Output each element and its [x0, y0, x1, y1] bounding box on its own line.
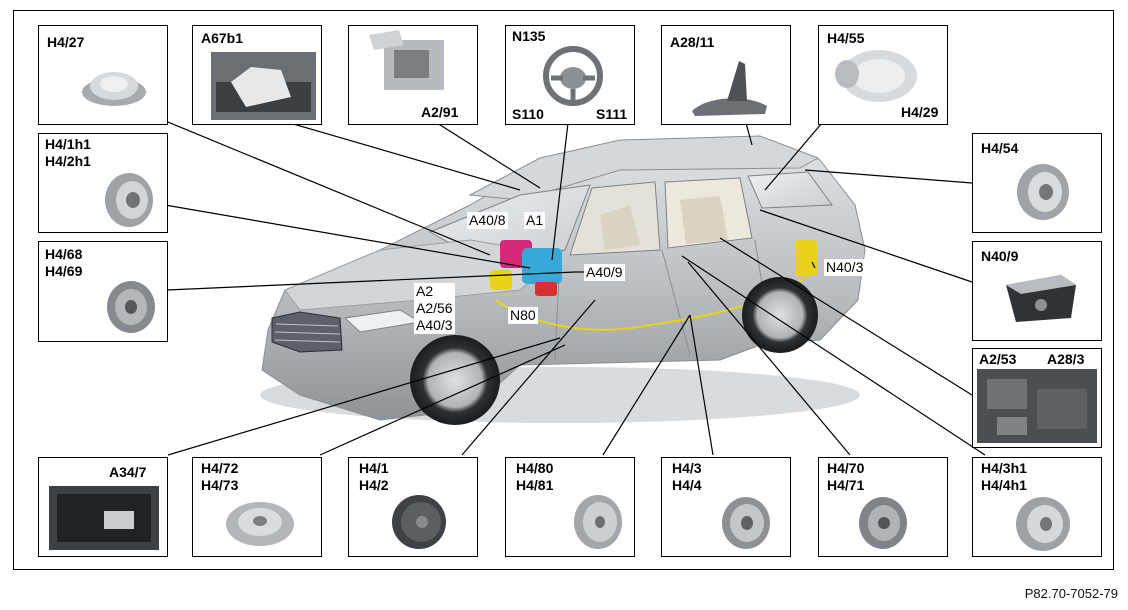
box-a28-11: A28/11	[661, 25, 791, 125]
box-h4-54: H4/54	[972, 133, 1102, 233]
car-illustration	[260, 135, 866, 425]
box-label: N135	[512, 28, 546, 44]
speaker-pair-image	[835, 50, 917, 102]
box-label: A2/91	[421, 104, 459, 120]
box-h4-68: H4/68 H4/69	[38, 241, 168, 342]
box-label: H4/54	[981, 140, 1019, 156]
amplifier-image	[1006, 275, 1076, 322]
box-h4-3h1: H4/3h1 H4/4h1	[972, 457, 1102, 557]
box-label: H4/1h1 H4/2h1	[45, 136, 91, 169]
reference-number: P82.70-7052-79	[1024, 586, 1118, 601]
callout-a40-9: A40/9	[584, 264, 625, 281]
callout-a1: A1	[524, 212, 546, 229]
component-a2-yellow	[490, 270, 512, 290]
speaker-image	[105, 173, 153, 227]
media-interface-image	[49, 486, 159, 550]
box-n135: N135 S110 S111	[505, 25, 635, 125]
box-h4-1h1: H4/1h1 H4/2h1	[38, 133, 168, 233]
box-h4-80: H4/80 H4/81	[505, 457, 635, 557]
box-h4-3: H4/3 H4/4	[661, 457, 791, 557]
leader-lines	[162, 119, 986, 456]
box-n40-9: N40/9	[972, 241, 1102, 341]
box-h4-55: H4/55 H4/29	[818, 25, 948, 125]
box-h4-27: H4/27	[38, 25, 168, 125]
box-label: H4/70 H4/71	[827, 460, 865, 493]
box-label: H4/29	[901, 104, 939, 120]
box-a34-7: A34/7	[38, 457, 168, 557]
box-label: H4/1 H4/2	[359, 460, 389, 493]
box-label: A67b1	[201, 30, 244, 46]
box-label: A28/11	[670, 34, 715, 50]
box-label: H4/72 H4/73	[201, 460, 239, 493]
callout-n40-3: N40/3	[824, 259, 866, 276]
speaker-image	[1016, 497, 1070, 551]
car-seat	[600, 205, 640, 250]
car-window-tail	[747, 171, 833, 209]
box-h4-72: H4/72 H4/73	[192, 457, 322, 557]
component-n40-3-yellow	[795, 240, 817, 276]
rear-wheel	[742, 277, 818, 353]
box-label: S110	[512, 106, 544, 122]
box-label: A2/53	[979, 351, 1017, 368]
tweeter-speaker-image	[82, 72, 146, 106]
box-a67b1: A67b1	[192, 25, 322, 125]
front-wheel	[410, 335, 500, 425]
sensor-image	[211, 52, 316, 120]
callout-n80: N80	[508, 307, 538, 324]
box-h4-1: H4/1 H4/2	[348, 457, 478, 557]
callout-a2-group: A2 A2/56 A40/3	[414, 283, 455, 334]
box-label: H4/68 H4/69	[45, 246, 83, 279]
antenna-image	[692, 61, 767, 116]
box-label: A34/7	[109, 464, 147, 480]
box-label: H4/80 H4/81	[516, 460, 554, 493]
tuner-image	[977, 369, 1097, 443]
box-label: N40/9	[981, 248, 1019, 264]
steering-wheel-image	[543, 46, 603, 106]
component-n80-red	[535, 282, 557, 296]
box-label: H4/3h1 H4/4h1	[981, 460, 1027, 493]
speaker-image	[392, 495, 446, 549]
box-label: H4/55	[827, 30, 865, 46]
box-label: H4/3 H4/4	[672, 460, 702, 493]
speaker-image	[107, 281, 155, 333]
box-label: A28/3	[1047, 351, 1085, 368]
speaker-image	[722, 497, 770, 549]
component-a1-cyan	[522, 248, 562, 284]
speaker-image	[226, 502, 294, 546]
car-seat	[680, 196, 728, 244]
box-h4-70: H4/70 H4/71	[818, 457, 948, 557]
speaker-image	[574, 495, 622, 549]
callout-a40-8: A40/8	[467, 212, 508, 229]
module-image	[369, 30, 444, 90]
box-label: S111	[596, 106, 628, 122]
speaker-image	[859, 497, 907, 549]
box-a2-53: A2/53 A28/3	[972, 348, 1102, 448]
box-label: H4/27	[47, 34, 85, 50]
box-a2-91: A2/91	[348, 25, 478, 125]
speaker-image	[1017, 164, 1069, 220]
